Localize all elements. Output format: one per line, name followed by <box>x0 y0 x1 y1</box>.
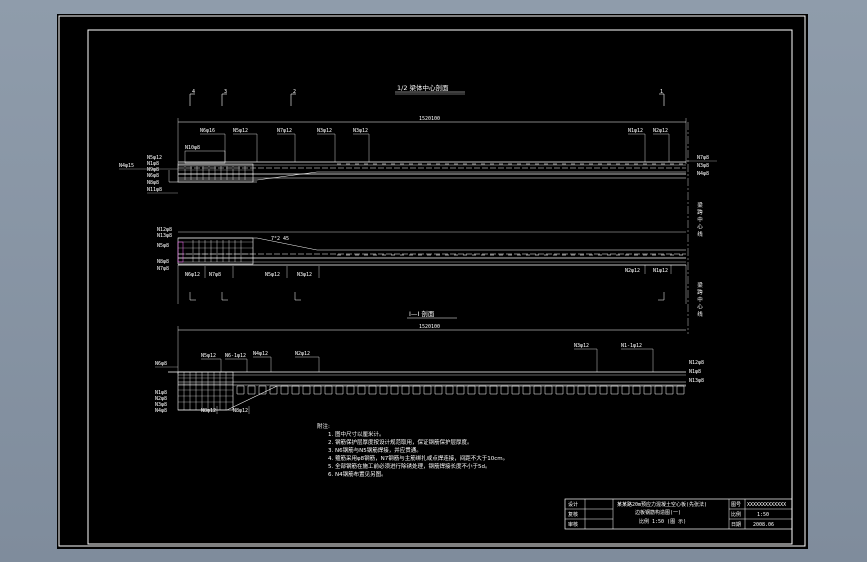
svg-text:N2φ12: N2φ12 <box>625 268 640 274</box>
svg-text:2: 2 <box>293 89 296 95</box>
inner-frame <box>87 29 793 545</box>
svg-text:N2φ12: N2φ12 <box>295 351 310 357</box>
half-top-dimension: 1520100 <box>419 116 440 122</box>
svg-text:N3φ12: N3φ12 <box>353 128 368 134</box>
svg-text:N8φ8: N8φ8 <box>157 259 169 265</box>
half-beam-upper <box>168 150 686 183</box>
full-section-view: I—I 剖面 1520100 N5φ12 N6-1φ12 N4φ12 N2φ12… <box>155 309 704 414</box>
half-section-view: 1/2 梁体中心剖面 4 3 2 1 1520100 N6φ16 N5φ12 N <box>119 83 717 334</box>
half-left-labels-bottom: N12φ8 N13φ8 N5φ8 N8φ8 N7φ8 <box>157 227 172 272</box>
svg-text:N8φ12: N8φ12 <box>201 408 216 414</box>
svg-text:N5φ12: N5φ12 <box>233 128 248 134</box>
scale-value: 1:50 <box>757 512 769 518</box>
full-bottom-labels: N8φ12 N8φ12 <box>201 406 250 414</box>
svg-text:N6φ8: N6φ8 <box>147 173 159 179</box>
svg-text:N1-1φ12: N1-1φ12 <box>621 343 642 349</box>
svg-text:梁 跨 中 心 线: 梁 跨 中 心 线 <box>696 201 703 237</box>
svg-text:N5φ12: N5φ12 <box>201 353 216 359</box>
svg-text:N2φ8: N2φ8 <box>155 396 167 402</box>
note-item: 5. 全部钢筋在施工前必须进行除锈处理，钢筋焊接长度不小于5d。 <box>328 462 491 470</box>
note-item: 2. 钢筋保护层厚度按设计规范取用，保证钢筋保护层厚度。 <box>328 438 473 446</box>
scale-label: 比例 <box>731 511 741 518</box>
svg-text:N8φ12: N8φ12 <box>233 408 248 414</box>
svg-text:N4φ12: N4φ12 <box>253 351 268 357</box>
svg-text:N7φ8: N7φ8 <box>209 272 221 278</box>
svg-text:N5φ12: N5φ12 <box>147 155 162 161</box>
svg-text:N11φ8: N11φ8 <box>147 187 162 193</box>
svg-text:N4φ8: N4φ8 <box>697 171 709 177</box>
half-top-labels: N6φ16 N5φ12 N7φ12 N3φ12 N3φ12 N1φ12 N2φ1… <box>200 128 670 162</box>
svg-text:N3φ12: N3φ12 <box>317 128 332 134</box>
notes-heading: 附注: <box>317 422 330 430</box>
outer-frame <box>58 15 806 547</box>
svg-text:N6φ16: N6φ16 <box>200 128 215 134</box>
drawing-sub: 边板钢筋构造图(一) <box>635 509 681 516</box>
drawing-sheet: 1/2 梁体中心剖面 4 3 2 1 1520100 N6φ16 N5φ12 N <box>57 14 808 549</box>
drawing-no-label: 图号 <box>731 502 741 508</box>
full-right-labels: N12φ8 N1φ8 N13φ8 <box>689 360 704 384</box>
svg-text:N3φ12: N3φ12 <box>297 272 312 278</box>
svg-text:梁 跨 中 心 线: 梁 跨 中 心 线 <box>696 281 703 317</box>
svg-text:N13φ8: N13φ8 <box>157 233 172 239</box>
svg-text:N6-1φ12: N6-1φ12 <box>225 353 246 359</box>
svg-text:N8φ8: N8φ8 <box>147 180 159 186</box>
half-bottom-markers <box>189 292 665 301</box>
full-beam-body <box>168 371 686 411</box>
full-left-labels: N6φ8 N1φ8 N2φ8 N3φ8 N4φ8 <box>155 361 178 414</box>
svg-text:N4φ8: N4φ8 <box>155 408 167 414</box>
svg-text:7°2 45: 7°2 45 <box>271 236 289 242</box>
svg-text:N5φ8: N5φ8 <box>157 243 169 249</box>
half-left-labels-top: N4φ15 N5φ12 N1φ8 N9φ8 N6φ8 N8φ8 N11φ8 N1… <box>119 145 200 194</box>
cad-drawing-canvas[interactable]: 1/2 梁体中心剖面 4 3 2 1 1520100 N6φ16 N5φ12 N <box>57 14 808 549</box>
svg-text:N1φ8: N1φ8 <box>689 369 701 375</box>
svg-text:N6φ12: N6φ12 <box>185 272 200 278</box>
note-item: 4. 箍筋采用φ8钢筋，N7钢筋与主筋绑扎或点焊连接，间距不大于10cm。 <box>328 454 508 462</box>
section-markers: 4 3 2 1 <box>189 89 665 106</box>
full-section-title: I—I 剖面 <box>409 309 435 318</box>
svg-text:N7φ8: N7φ8 <box>697 155 709 161</box>
drawing-no: XXXXXXXXXXXXX <box>747 502 786 508</box>
design-label: 设计 <box>568 501 578 508</box>
drawing-name: 某某路20m预应力混凝土空心板(先张法) <box>617 501 707 508</box>
svg-text:N10φ8: N10φ8 <box>185 145 200 151</box>
svg-text:N1φ12: N1φ12 <box>653 268 668 274</box>
review-label: 复核 <box>568 511 578 518</box>
approve-label: 审核 <box>568 521 578 528</box>
svg-text:N3φ8: N3φ8 <box>155 402 167 408</box>
half-section-title: 1/2 梁体中心剖面 <box>397 83 449 92</box>
svg-text:N3φ8: N3φ8 <box>697 163 709 169</box>
scale-line: 比例 1:50 (图 示) <box>639 518 686 525</box>
span-centerline-label: 梁 跨 中 心 线 梁 跨 中 心 线 <box>687 122 703 334</box>
stirrup-pattern <box>236 385 685 395</box>
title-block: 设计 复核 审核 某某路20m预应力混凝土空心板(先张法) 边板钢筋构造图(一)… <box>564 498 793 530</box>
date-label: 日期 <box>731 522 741 528</box>
svg-text:N7φ8: N7φ8 <box>157 266 169 272</box>
drawing-notes: 附注: 1. 图中尺寸以厘米计。 2. 钢筋保护层厚度按设计规范取用，保证钢筋保… <box>317 422 508 478</box>
full-top-dimension: 1520100 <box>419 324 440 330</box>
half-right-labels-top: N7φ8 N3φ8 N4φ8 <box>686 155 717 177</box>
svg-text:N7φ12: N7φ12 <box>277 128 292 134</box>
date-value: 2008.06 <box>753 522 774 528</box>
svg-text:N1φ12: N1φ12 <box>628 128 643 134</box>
svg-text:N5φ12: N5φ12 <box>265 272 280 278</box>
note-item: 6. N4钢筋布置见另图。 <box>328 470 387 478</box>
svg-text:N9φ8: N9φ8 <box>147 167 159 173</box>
svg-text:N2φ12: N2φ12 <box>653 128 668 134</box>
note-item: 1. 图中尺寸以厘米计。 <box>328 430 385 438</box>
svg-text:1: 1 <box>660 89 663 95</box>
half-beam-lower: 7°2 45 <box>177 231 687 304</box>
full-top-labels: N5φ12 N6-1φ12 N4φ12 N2φ12 N3φ12 N1-1φ12 <box>201 343 654 372</box>
svg-text:N4φ15: N4φ15 <box>119 163 134 169</box>
svg-text:N1φ8: N1φ8 <box>155 390 167 396</box>
svg-text:3: 3 <box>224 89 227 95</box>
svg-text:N12φ8: N12φ8 <box>157 227 172 233</box>
note-item: 3. N6钢筋与N5钢筋焊接，并应贯通。 <box>328 446 422 454</box>
svg-text:N3φ12: N3φ12 <box>574 343 589 349</box>
half-bottom-labels: N6φ12 N7φ8 N5φ12 N3φ12 N2φ12 N1φ12 <box>185 265 672 278</box>
svg-text:N12φ8: N12φ8 <box>689 360 704 366</box>
svg-text:4: 4 <box>192 89 195 95</box>
svg-text:N6φ8: N6φ8 <box>155 361 167 367</box>
svg-text:N13φ8: N13φ8 <box>689 378 704 384</box>
svg-text:N1φ8: N1φ8 <box>147 161 159 167</box>
